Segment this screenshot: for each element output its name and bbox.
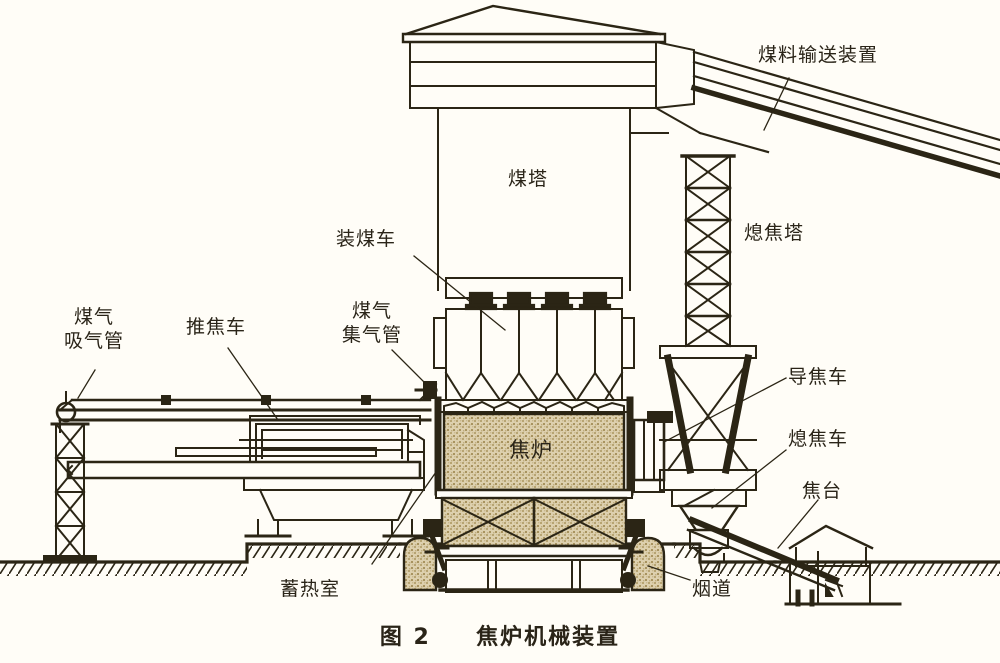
left-lattice-mast bbox=[43, 422, 97, 563]
coal-conveyor bbox=[690, 50, 1000, 179]
label-coal-conveyor: 煤料输送装置 bbox=[758, 44, 879, 66]
gas-suction-pipe bbox=[55, 391, 77, 433]
regenerator bbox=[434, 496, 634, 558]
figure-caption-title: 焦炉机械装置 bbox=[476, 625, 621, 650]
label-regenerator: 蓄热室 bbox=[280, 578, 341, 600]
figure-caption-number: 图 2 bbox=[379, 625, 431, 650]
charging-car bbox=[433, 277, 635, 413]
coal-tower-structure bbox=[401, 4, 702, 291]
gas-collecting-main bbox=[58, 381, 438, 422]
leader-lines bbox=[77, 77, 819, 581]
label-coke-guide-car: 导焦车 bbox=[788, 366, 849, 388]
label-coke-oven: 焦炉 bbox=[509, 438, 553, 462]
quench-tower bbox=[659, 154, 757, 491]
flue-ducts bbox=[438, 559, 630, 593]
label-gas-collecting-main-line1: 煤气 bbox=[351, 300, 392, 322]
label-coal-tower: 煤塔 bbox=[508, 168, 549, 190]
oven-end-mechanism-right bbox=[618, 519, 645, 588]
label-charging-car: 装煤车 bbox=[336, 228, 397, 250]
figure-caption: 图 2 焦炉机械装置 bbox=[0, 619, 1000, 651]
label-gas-collecting-main-line2: 集气管 bbox=[341, 324, 402, 346]
label-gas-suction-pipe-line1: 煤气 bbox=[73, 306, 114, 328]
quench-car bbox=[671, 488, 747, 573]
coke-oven-battery bbox=[434, 396, 634, 499]
label-quench-car: 熄焦车 bbox=[788, 428, 849, 450]
label-gas-suction-pipe-line2: 吸气管 bbox=[63, 330, 124, 352]
label-pusher-car: 推焦车 bbox=[186, 316, 247, 338]
pusher-car bbox=[66, 415, 430, 538]
coke-guide-car bbox=[629, 411, 673, 493]
label-flue: 烟道 bbox=[692, 578, 733, 600]
label-quench-tower: 熄焦塔 bbox=[744, 222, 805, 244]
coke-wharf bbox=[686, 516, 902, 607]
oven-end-mechanism-left bbox=[423, 519, 450, 588]
label-coke-wharf: 焦台 bbox=[802, 480, 843, 502]
